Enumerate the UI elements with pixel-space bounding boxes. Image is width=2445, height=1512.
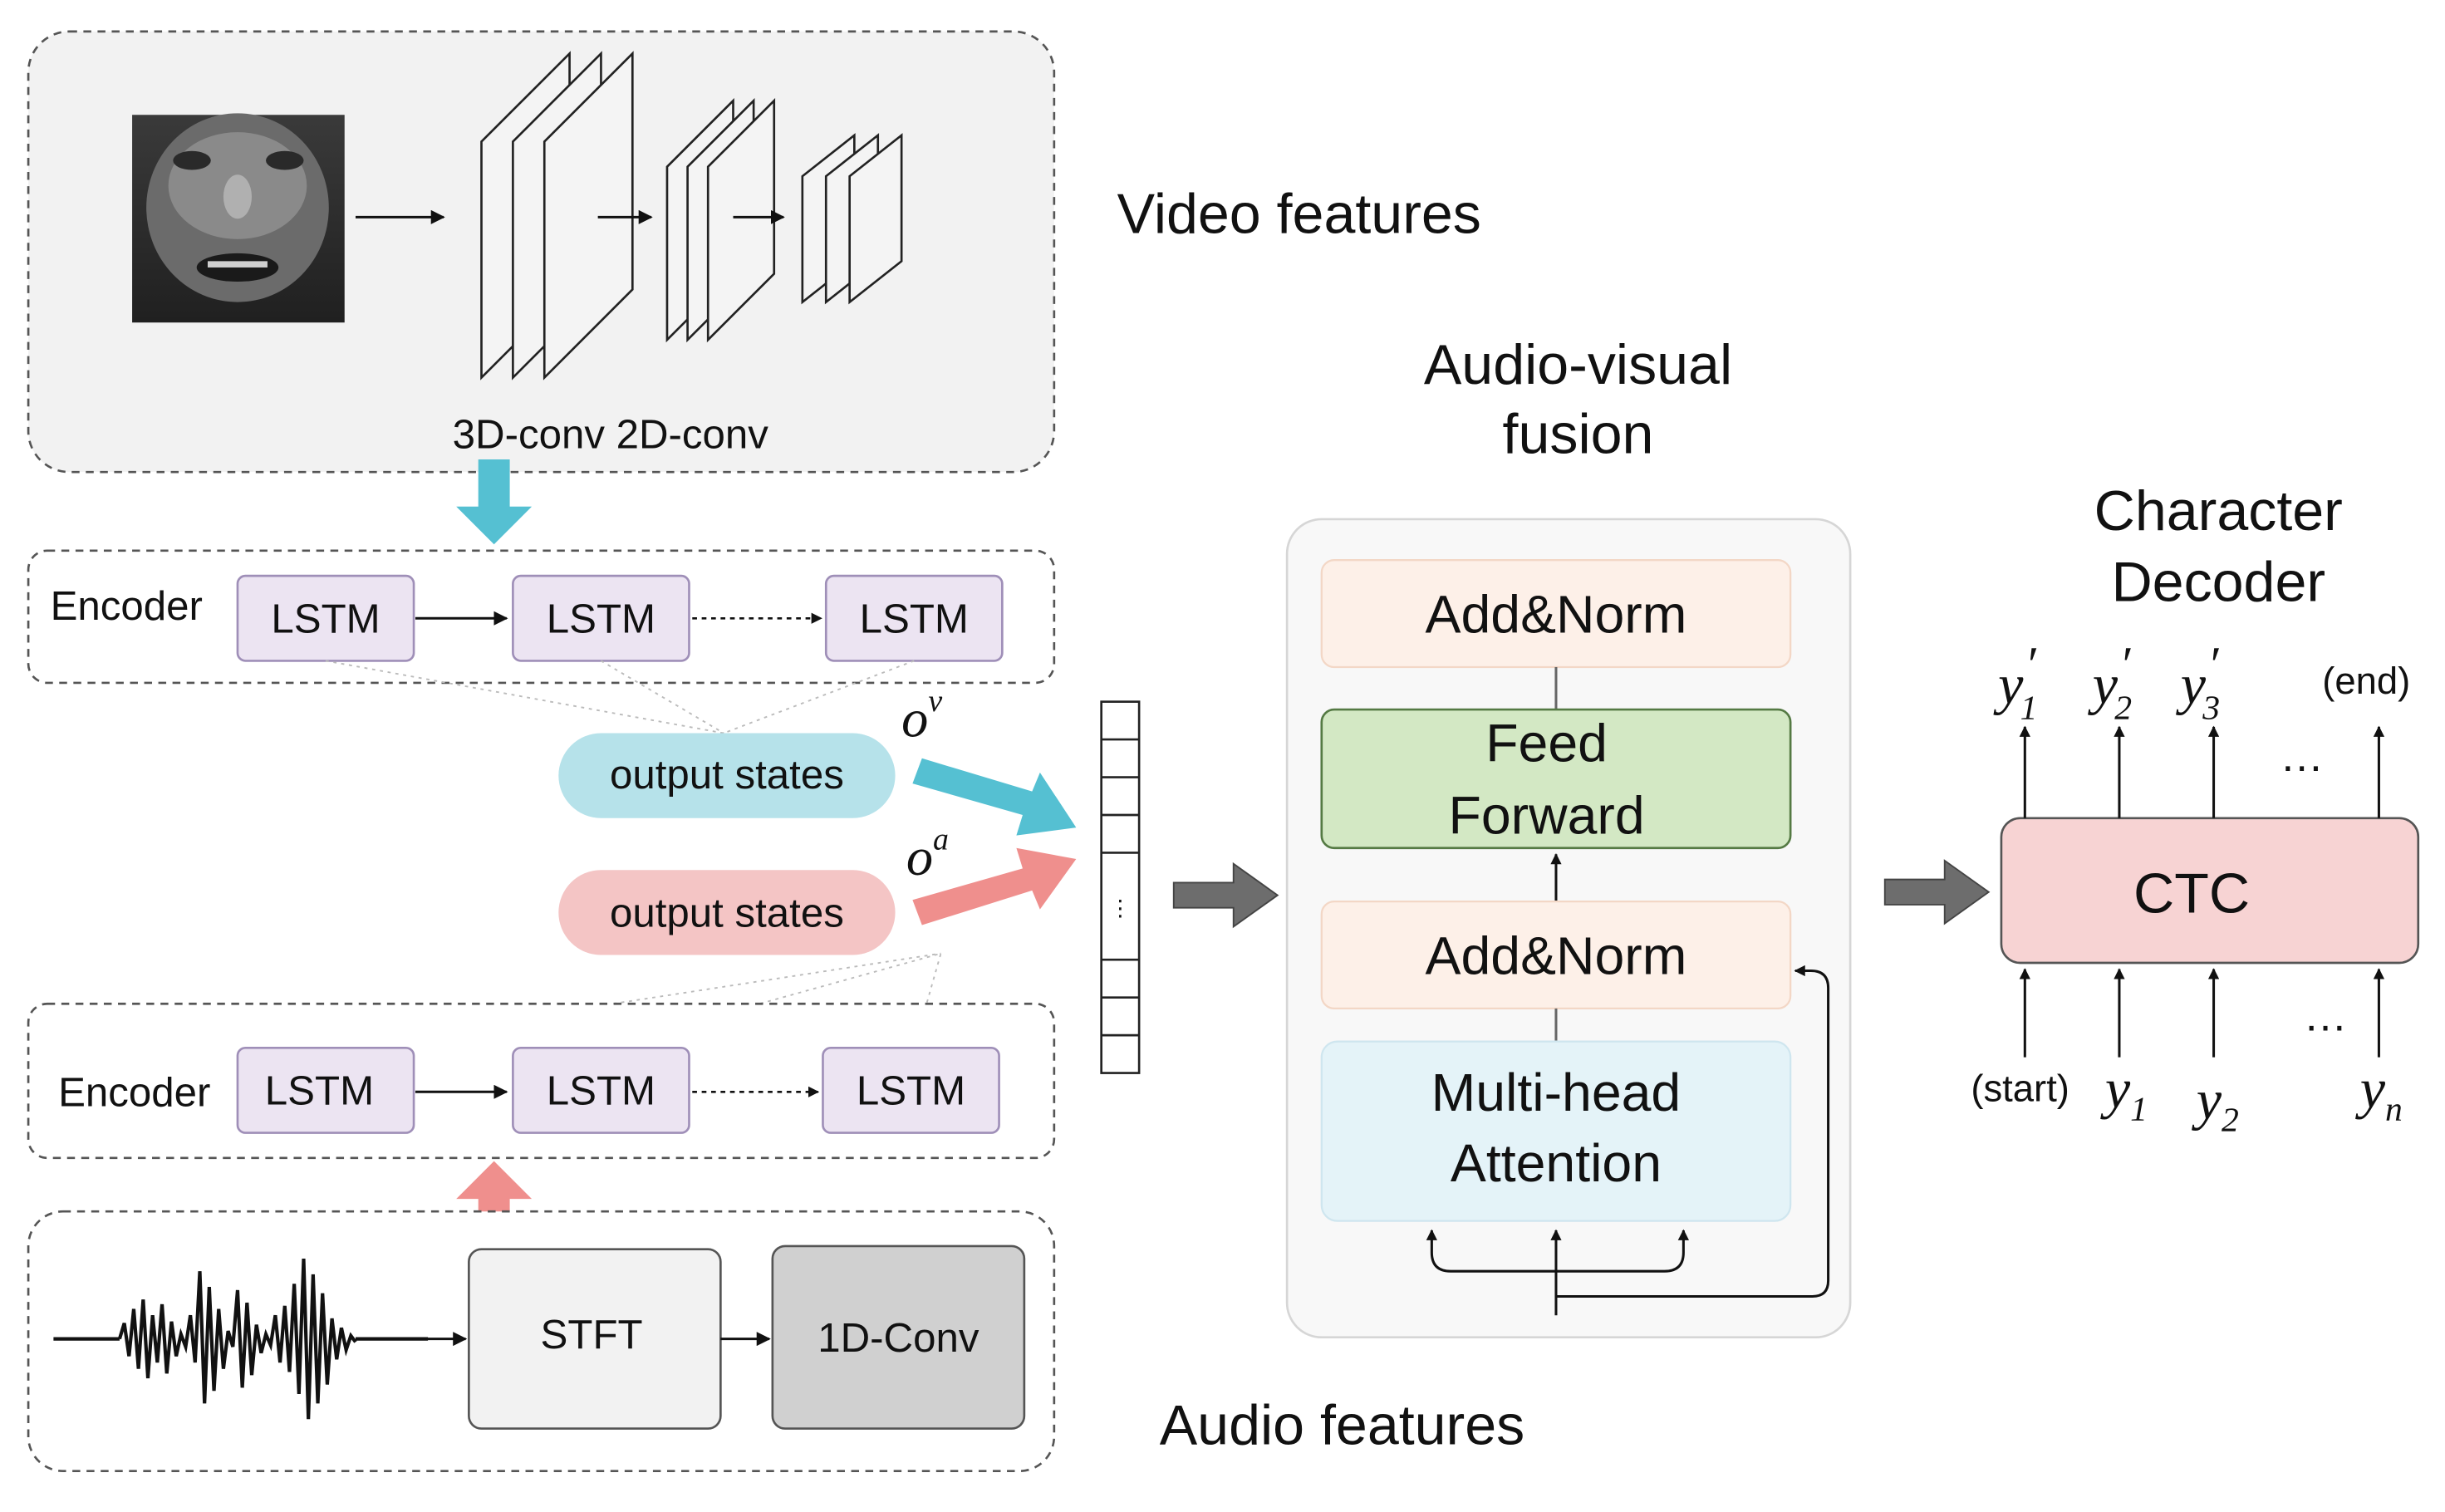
encoder-top-lstm-1: LSTM <box>236 574 415 662</box>
decoder-output-arrows <box>2019 725 2385 818</box>
decoder-input-arrows <box>2019 968 2385 1058</box>
attention-input-arrows <box>1426 965 1830 1316</box>
encoder-bottom-lstm-1: LSTM <box>236 1046 415 1134</box>
conv1d-box: 1D-Conv <box>771 1244 1026 1430</box>
audio-to-encoder-arrow <box>456 1161 533 1240</box>
fusion-title-line1: Audio-visual <box>1424 333 1732 396</box>
concat-vector-ellipsis: ⋮ <box>1109 896 1132 920</box>
concat-vector <box>1100 700 1141 1074</box>
multi-head-attention-block: Multi-head Attention <box>1320 1040 1792 1222</box>
decoder-input-ellipsis: … <box>2304 991 2348 1040</box>
decoder-input-y1: y1 <box>2100 1057 2148 1128</box>
encoder-bottom-lstm-2: LSTM <box>512 1046 690 1134</box>
encoder-top-label: Encoder <box>51 583 203 629</box>
encoder-bottom-lstm-3: LSTM <box>822 1046 1000 1134</box>
fusion-title-line2: fusion <box>1503 402 1654 465</box>
video-to-encoder-arrow <box>456 459 533 545</box>
audio-features-title: Audio features <box>1160 1394 1525 1457</box>
face-image <box>132 113 345 323</box>
3d-conv-stack <box>480 51 634 380</box>
feed-forward-line2: Forward <box>1449 786 1645 846</box>
lstm-label: LSTM <box>860 596 969 641</box>
lstm-label: LSTM <box>271 596 380 641</box>
stft-label: STFT <box>541 1312 643 1357</box>
decoder-output-y2: y′2 <box>2088 637 2132 727</box>
ctc-block: CTC <box>2000 817 2420 965</box>
ctc-label: CTC <box>2133 862 2250 925</box>
lstm-label: LSTM <box>857 1068 965 1113</box>
encoder-top-lstm-3: LSTM <box>824 574 1004 662</box>
video-to-vector-arrow <box>912 758 1077 836</box>
add-norm-bottom-label: Add&Norm <box>1426 925 1687 985</box>
decoder-input-y2: y2 <box>2192 1068 2239 1139</box>
lstm-label: LSTM <box>265 1068 374 1113</box>
stft-box: STFT <box>468 1248 722 1430</box>
add-norm-top-block: Add&Norm <box>1320 559 1792 669</box>
video-output-symbol: ov <box>901 684 942 748</box>
decoder-end-label: (end) <box>2322 660 2410 702</box>
feed-forward-line1: Feed <box>1485 714 1608 773</box>
small-conv-stack <box>801 133 903 305</box>
fusion-to-decoder-arrow <box>1883 859 1991 925</box>
video-output-label: output states <box>610 752 844 798</box>
lstm-label: LSTM <box>547 596 655 641</box>
audio-output-symbol: oa <box>906 822 949 886</box>
decoder-input-yn: yn <box>2355 1057 2403 1128</box>
conv-label: 3D-conv 2D-conv <box>453 412 769 458</box>
encoder-top-lstm-2: LSTM <box>512 574 690 662</box>
encoder-fan-lines <box>325 660 942 1049</box>
decoder-start-label: (start) <box>1971 1068 2069 1110</box>
video-features-title: Video features <box>1117 182 1481 245</box>
feed-forward-block: Feed Forward <box>1320 708 1792 850</box>
add-norm-bottom-block: Add&Norm <box>1320 901 1792 1010</box>
audio-output-states: output states <box>558 870 896 955</box>
add-norm-top-label: Add&Norm <box>1426 584 1687 644</box>
2d-conv-stack <box>665 98 776 343</box>
decoder-output-y3: y′3 <box>2176 637 2220 727</box>
encoder-bottom-label: Encoder <box>58 1069 210 1115</box>
decoder-output-ellipsis: … <box>2280 732 2324 781</box>
audio-output-label: output states <box>610 890 844 935</box>
decoder-title-line1: Character <box>2094 479 2343 542</box>
conv1d-label: 1D-Conv <box>817 1315 979 1361</box>
video-output-states: output states <box>558 733 896 818</box>
vector-to-fusion-arrow <box>1172 862 1279 929</box>
decoder-output-y1: y′1 <box>1993 637 2037 727</box>
lstm-label: LSTM <box>547 1068 655 1113</box>
audio-to-vector-arrow <box>912 847 1077 925</box>
decoder-title-line2: Decoder <box>2111 550 2325 613</box>
attention-line1: Multi-head <box>1431 1063 1682 1122</box>
attention-line2: Attention <box>1451 1133 1662 1193</box>
